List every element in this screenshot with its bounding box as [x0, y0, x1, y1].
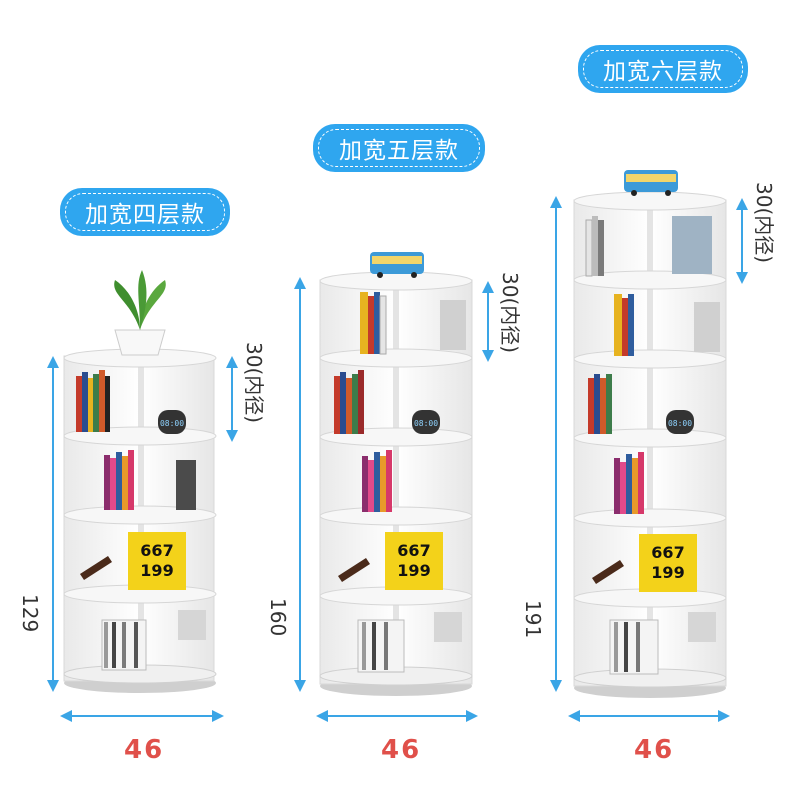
width-label-six: 46: [634, 735, 675, 765]
height-label-four: 129: [18, 594, 42, 633]
clock-display-six: 08:00: [668, 419, 692, 428]
inner-height-label-five: 30(内径): [498, 272, 522, 354]
bookcase-four-tier: 08:00 667 199: [63, 270, 217, 693]
badge-four-tier: 加宽四层款: [60, 188, 230, 236]
book-cover-line1-five: 667: [397, 541, 430, 560]
height-label-five: 160: [266, 598, 290, 637]
bookcase-five-tier: 08:00 667 199: [319, 252, 473, 696]
clock-display-four: 08:00: [160, 419, 184, 428]
height-label-six: 191: [521, 600, 545, 639]
book-cover-line2-six: 199: [651, 563, 684, 582]
badge-six-tier: 加宽六层款: [578, 45, 748, 93]
book-cover-line2-five: 199: [397, 561, 430, 580]
clock-display-five: 08:00: [414, 419, 438, 428]
book-cover-line1-four: 667: [140, 541, 173, 560]
inner-height-label-four: 30(内径): [242, 342, 266, 424]
book-cover-line2-four: 199: [140, 561, 173, 580]
width-label-five: 46: [381, 735, 422, 765]
book-cover-line1-six: 667: [651, 543, 684, 562]
inner-height-label-six: 30(内径): [752, 182, 776, 264]
dimension-arrows: [47, 196, 748, 722]
width-label-four: 46: [124, 735, 165, 765]
bookcase-six-tier: 08:00 667 199: [573, 170, 727, 698]
badge-five-tier: 加宽五层款: [313, 124, 485, 172]
